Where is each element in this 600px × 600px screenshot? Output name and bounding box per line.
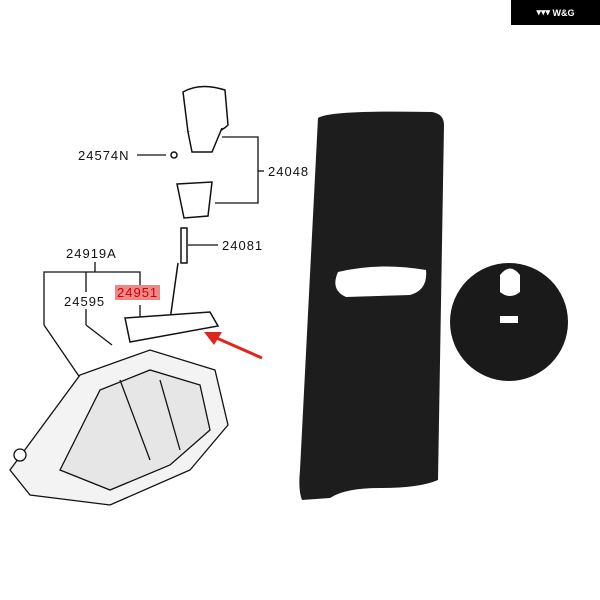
brand-logo-text: W&G xyxy=(552,7,575,18)
red-arrow xyxy=(204,332,263,360)
shifter-base xyxy=(9,349,229,506)
shift-knob xyxy=(169,85,229,321)
part-label-24081: 24081 xyxy=(222,238,264,253)
part-label-24595: 24595 xyxy=(64,294,106,309)
brand-logo: ▾▾▾ W&G xyxy=(511,0,600,25)
part-label-24574n: 24574N xyxy=(78,148,130,163)
part-label-24048: 24048 xyxy=(268,164,310,179)
brand-logo-icon: ▾▾▾ xyxy=(536,7,553,17)
trim-panel xyxy=(299,111,444,500)
round-cover xyxy=(450,263,568,381)
part-label-24919a: 24919A xyxy=(66,246,117,261)
part-label-24951-highlighted: 24951 xyxy=(115,285,161,300)
